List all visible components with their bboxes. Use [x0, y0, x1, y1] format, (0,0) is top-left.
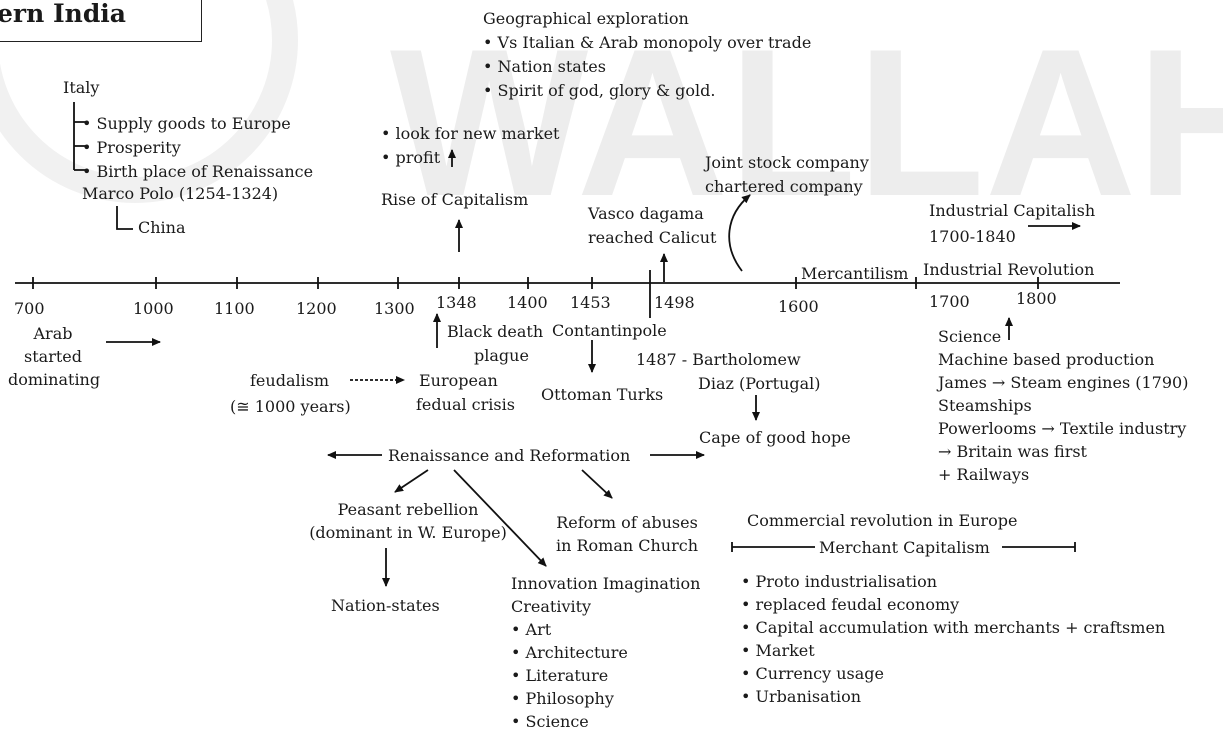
innovation-heading: Innovation Imagination: [511, 574, 701, 593]
commercial-revolution: Commercial revolution in Europe: [747, 511, 1018, 530]
nation-states: Nation-states: [331, 596, 440, 615]
commercial-point: • Market: [741, 641, 815, 660]
rise-of-capitalism: Rise of Capitalism: [381, 190, 529, 209]
year-label: 1700: [929, 292, 970, 311]
innovation-point: • Philosophy: [511, 689, 614, 708]
reform-note: Reform of abuses in Roman Church: [547, 511, 707, 557]
marco-polo-bracket: [116, 206, 133, 230]
peasant-line: Peasant rebellion: [337, 500, 479, 519]
diaz-portugal: Diaz (Portugal): [698, 374, 821, 393]
capitalism-point: • look for new market: [381, 124, 560, 143]
science-list: Science Machine based production James →…: [938, 325, 1188, 486]
year-label: 1100: [214, 299, 255, 318]
joint-stock-line: Joint stock company: [705, 153, 869, 172]
science-point: Powerlooms → Textile industry: [938, 419, 1187, 438]
exploration-heading: Geographical exploration: [483, 9, 689, 28]
china: China: [138, 218, 186, 237]
innovation-point: • Architecture: [511, 643, 628, 662]
page-title: ern India: [0, 0, 127, 28]
industrial-capitalism-years: 1700-1840: [929, 227, 1016, 246]
merchant-capitalism: Merchant Capitalism: [819, 538, 990, 557]
vasco-line: Vasco dagama: [588, 204, 704, 223]
italy-bracket: [73, 102, 88, 171]
innovation-list: Innovation Imagination Creativity • Art …: [511, 572, 700, 733]
renaissance-reformation: Renaissance and Reformation: [388, 446, 631, 465]
italy-point: • Prosperity: [82, 138, 181, 157]
exploration-point: • Nation states: [483, 57, 606, 76]
arab-line: started: [24, 347, 82, 366]
industrial-revolution: Industrial Revolution: [923, 260, 1095, 279]
vasco-line: reached Calicut: [588, 228, 717, 247]
feudal-crisis: fedual crisis: [416, 395, 515, 414]
year-label: 1000: [133, 299, 174, 318]
arab-line: Arab: [33, 324, 73, 343]
commercial-point: • Capital accumulation with merchants + …: [741, 618, 1166, 637]
year-label: 1300: [374, 299, 415, 318]
arab-line: dominating: [8, 370, 101, 389]
innovation-point: • Science: [511, 712, 589, 731]
science-point: → Britain was first: [938, 442, 1087, 461]
marco-polo: Marco Polo (1254-1324): [82, 184, 279, 203]
arab-note: Arab started dominating: [8, 322, 101, 391]
reform-line: Reform of abuses: [556, 513, 698, 532]
science-point: James → Steam engines (1790): [938, 373, 1189, 392]
industrial-capitalism: Industrial Capitalish: [929, 201, 1096, 220]
innovation-point: • Literature: [511, 666, 609, 685]
italy-heading: Italy: [63, 78, 100, 97]
joint-stock-arrow: [728, 194, 751, 272]
reform-line: in Roman Church: [555, 536, 699, 555]
year-label: 1348: [436, 293, 477, 312]
year-label: 1200: [296, 299, 337, 318]
year-label: 1498: [654, 293, 695, 312]
commercial-point: • Urbanisation: [741, 687, 862, 706]
cape-of-good-hope: Cape of good hope: [699, 428, 851, 447]
constantinople: Contantinpole: [552, 321, 667, 340]
year-label: 1800: [1016, 289, 1057, 308]
commercial-point: • Currency usage: [741, 664, 884, 683]
science-point: Machine based production: [938, 350, 1155, 369]
commercial-point: • Proto industrialisation: [741, 572, 938, 591]
year-label: 1600: [778, 297, 819, 316]
innovation-arrow: [453, 469, 547, 567]
watermark-logo-ring: [0, 0, 298, 203]
italy-point: • Birth place of Renaissance: [82, 162, 314, 181]
science-point: + Railways: [938, 465, 1030, 484]
commercial-list: • Proto industrialisation • replaced feu…: [741, 570, 1165, 708]
year-label: 700: [14, 299, 45, 318]
feudalism: feudalism: [250, 371, 330, 390]
year-label: 1400: [507, 293, 548, 312]
peasant-line: (dominant in W. Europe): [309, 523, 507, 542]
mercantilism: Mercantilism: [801, 264, 909, 283]
peasant-note: Peasant rebellion (dominant in W. Europe…: [298, 498, 518, 544]
exploration-point: • Spirit of god, glory & gold.: [483, 81, 716, 100]
plague: plague: [474, 346, 529, 365]
year-label: 1453: [570, 293, 611, 312]
innovation-heading: Creativity: [511, 597, 592, 616]
title-box: ern India: [0, 0, 202, 42]
ottoman-turks: Ottoman Turks: [541, 385, 664, 404]
italy-point: • Supply goods to Europe: [82, 114, 291, 133]
capitalism-point: • profit: [381, 148, 441, 167]
black-death: Black death: [447, 322, 544, 341]
peasant-arrow: [394, 469, 429, 493]
european-crisis: European: [419, 371, 498, 390]
exploration-point: • Vs Italian & Arab monopoly over trade: [483, 33, 812, 52]
commercial-point: • replaced feudal economy: [741, 595, 960, 614]
feudalism-duration: (≅ 1000 years): [230, 397, 351, 416]
science-point: Steamships: [938, 396, 1032, 415]
joint-stock-line: chartered company: [705, 177, 863, 196]
innovation-point: • Art: [511, 620, 552, 639]
reform-arrow: [581, 469, 613, 499]
bartholomew: 1487 - Bartholomew: [636, 350, 801, 369]
science-heading: Science: [938, 327, 1002, 346]
watermark-text: WALLAH: [390, 5, 1223, 240]
